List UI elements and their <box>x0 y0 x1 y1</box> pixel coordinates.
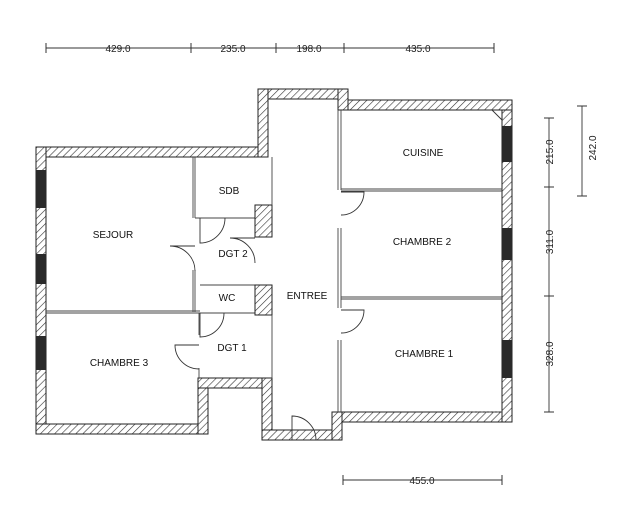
dim-top-4: 435.0 <box>405 44 430 55</box>
room-chambre2: CHAMBRE 2 <box>393 237 452 248</box>
dim-top-1: 429.0 <box>105 44 130 55</box>
dim-top-2: 235.0 <box>220 44 245 55</box>
room-labels: SEJOUR SDB DGT 2 WC DGT 1 CHAMBRE 3 ENTR… <box>90 148 454 369</box>
room-chambre1: CHAMBRE 1 <box>395 349 454 360</box>
room-entree: ENTREE <box>287 291 328 302</box>
interior-walls <box>46 110 502 412</box>
exterior-walls <box>35 88 513 441</box>
dim-right-outer: 242.0 <box>588 135 599 160</box>
dim-right-1: 215.0 <box>545 139 556 164</box>
doors <box>169 109 503 441</box>
dim-right-3: 328.0 <box>545 341 556 366</box>
room-wc: WC <box>219 293 236 304</box>
room-sdb: SDB <box>219 186 240 197</box>
room-cuisine: CUISINE <box>403 148 444 159</box>
room-dgt1: DGT 1 <box>217 343 247 354</box>
room-sejour: SEJOUR <box>93 230 134 241</box>
dim-right-2: 311.0 <box>545 229 556 254</box>
top-dimension-line: 429.0 235.0 198.0 435.0 <box>45 43 495 55</box>
room-dgt2: DGT 2 <box>218 249 248 260</box>
bottom-dimension-line: 455.0 <box>342 475 503 487</box>
dim-bottom: 455.0 <box>409 476 434 487</box>
windows <box>36 126 512 378</box>
room-chambre3: CHAMBRE 3 <box>90 358 149 369</box>
dim-top-3: 198.0 <box>296 44 321 55</box>
right-dimension-lines: 215.0 311.0 328.0 242.0 <box>544 105 599 413</box>
